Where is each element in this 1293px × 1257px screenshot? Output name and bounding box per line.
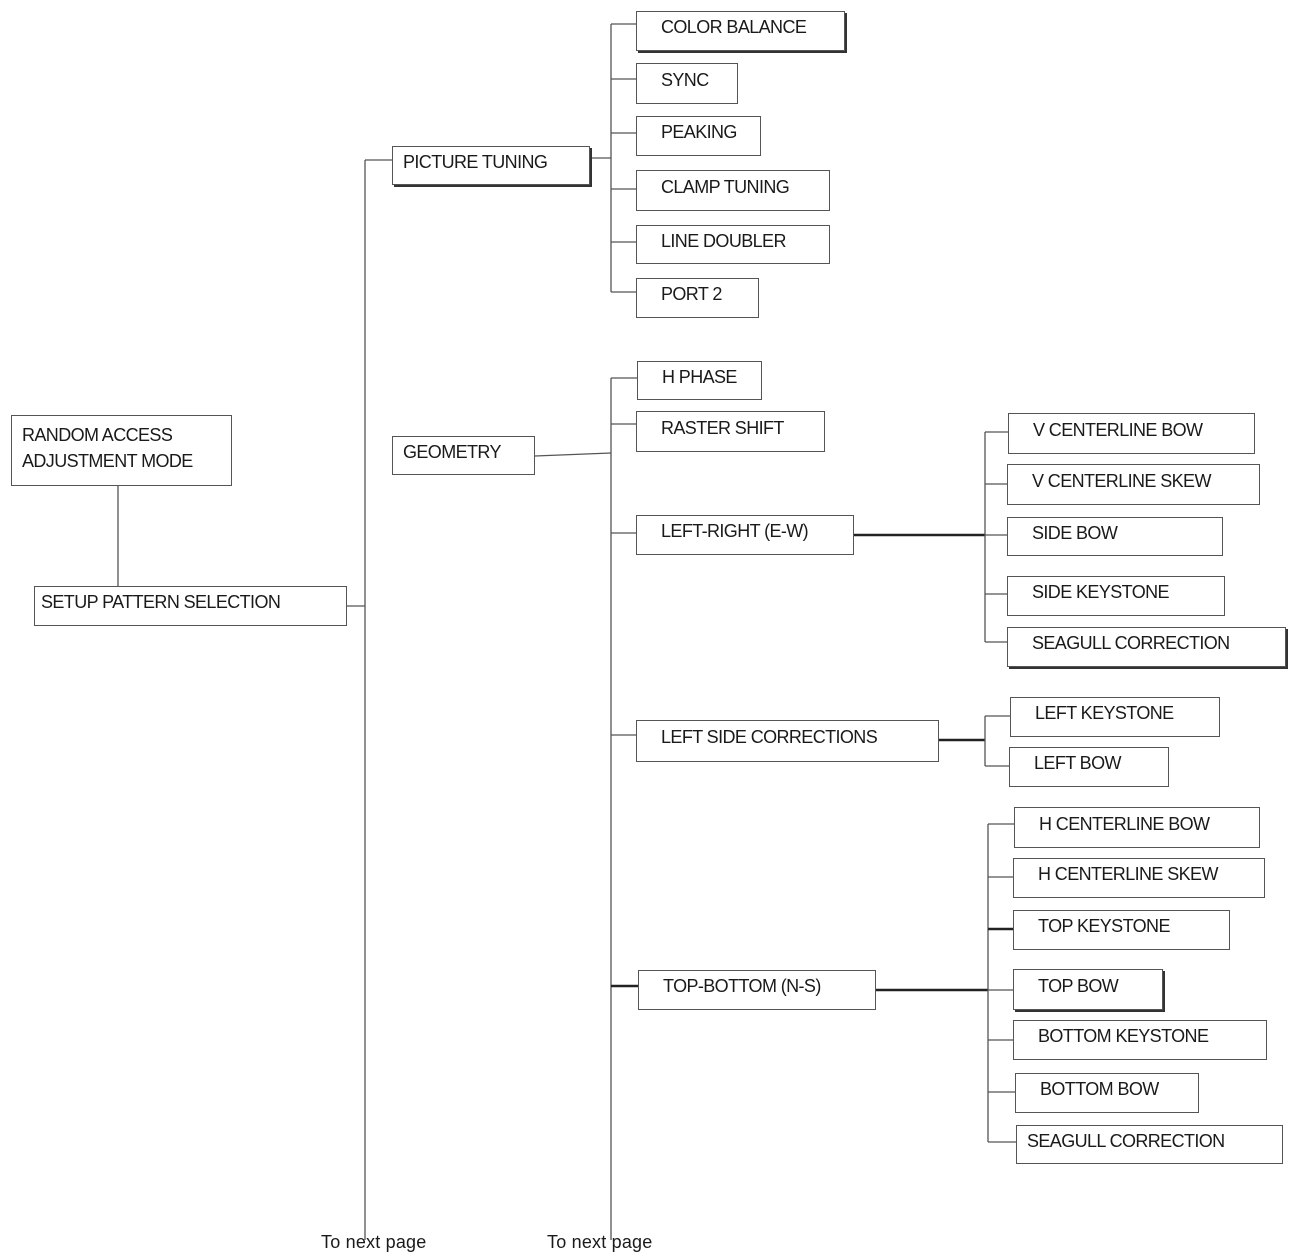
top-bottom-label: TOP-BOTTOM (N-S) <box>663 976 821 996</box>
port-2-label: PORT 2 <box>661 284 722 304</box>
top-bow-label: TOP BOW <box>1038 975 1119 996</box>
raster-shift-label: RASTER SHIFT <box>661 417 784 438</box>
peaking-box: PEAKING <box>636 116 761 156</box>
h-phase-box: H PHASE <box>637 361 762 400</box>
side-keystone-box: SIDE KEYSTONE <box>1007 576 1225 616</box>
color-balance-label: COLOR BALANCE <box>661 17 807 37</box>
color-balance-box: COLOR BALANCE <box>636 11 845 51</box>
root-label: RANDOM ACCESS ADJUSTMENT MODE <box>22 422 231 474</box>
seagull-correction-label-2: SEAGULL CORRECTION <box>1027 1130 1225 1151</box>
bottom-keystone-label: BOTTOM KEYSTONE <box>1038 1026 1209 1046</box>
sync-box: SYNC <box>636 63 738 104</box>
h-centerline-skew-label: H CENTERLINE SKEW <box>1038 864 1218 884</box>
top-keystone-box: TOP KEYSTONE <box>1013 910 1230 950</box>
left-right-label: LEFT-RIGHT (E-W) <box>661 521 809 541</box>
h-centerline-skew-box: H CENTERLINE SKEW <box>1013 858 1265 898</box>
left-bow-label: LEFT BOW <box>1034 753 1121 773</box>
side-bow-box: SIDE BOW <box>1007 517 1223 556</box>
left-right-box: LEFT-RIGHT (E-W) <box>636 515 854 555</box>
root-label-line2: ADJUSTMENT MODE <box>22 451 193 471</box>
v-centerline-bow-box: V CENTERLINE BOW <box>1008 413 1255 454</box>
bottom-keystone-box: BOTTOM KEYSTONE <box>1013 1020 1267 1060</box>
peaking-label: PEAKING <box>661 122 737 142</box>
line-doubler-box: LINE DOUBLER <box>636 225 830 264</box>
left-keystone-box: LEFT KEYSTONE <box>1010 697 1220 737</box>
left-side-corrections-box: LEFT SIDE CORRECTIONS <box>636 720 939 762</box>
seagull-correction-label-1: SEAGULL CORRECTION <box>1032 633 1230 653</box>
top-keystone-label: TOP KEYSTONE <box>1038 916 1170 936</box>
bottom-bow-box: BOTTOM BOW <box>1015 1073 1199 1113</box>
clamp-tuning-box: CLAMP TUNING <box>636 170 830 211</box>
picture-tuning-label: PICTURE TUNING <box>403 151 548 172</box>
v-centerline-skew-box: V CENTERLINE SKEW <box>1007 464 1260 505</box>
picture-tuning-box: PICTURE TUNING <box>392 146 590 185</box>
top-bow-box: TOP BOW <box>1013 969 1163 1010</box>
connector-geometry-trunk <box>534 452 612 457</box>
sync-label: SYNC <box>661 69 709 90</box>
top-bottom-box: TOP-BOTTOM (N-S) <box>638 970 876 1010</box>
h-centerline-bow-label: H CENTERLINE BOW <box>1039 813 1210 834</box>
line-doubler-label: LINE DOUBLER <box>661 230 786 251</box>
random-access-adjustment-mode-box: RANDOM ACCESS ADJUSTMENT MODE <box>11 415 232 486</box>
v-centerline-bow-label: V CENTERLINE BOW <box>1033 419 1203 440</box>
raster-shift-box: RASTER SHIFT <box>636 411 825 452</box>
setup-pattern-selection-box: SETUP PATTERN SELECTION <box>34 586 347 626</box>
seagull-correction-box-1: SEAGULL CORRECTION <box>1007 627 1286 667</box>
bottom-bow-label: BOTTOM BOW <box>1040 1079 1159 1099</box>
setup-label: SETUP PATTERN SELECTION <box>41 592 281 612</box>
port-2-box: PORT 2 <box>636 278 759 318</box>
clamp-tuning-label: CLAMP TUNING <box>661 176 790 197</box>
side-keystone-label: SIDE KEYSTONE <box>1032 582 1170 602</box>
geometry-label: GEOMETRY <box>403 441 501 462</box>
left-bow-box: LEFT BOW <box>1009 747 1169 787</box>
h-centerline-bow-box: H CENTERLINE BOW <box>1014 807 1260 848</box>
to-next-page-left: To next page <box>321 1232 427 1252</box>
left-side-corrections-label: LEFT SIDE CORRECTIONS <box>661 727 878 747</box>
left-keystone-label: LEFT KEYSTONE <box>1035 703 1174 723</box>
side-bow-label: SIDE BOW <box>1032 522 1118 543</box>
v-centerline-skew-label: V CENTERLINE SKEW <box>1032 470 1211 491</box>
h-phase-label: H PHASE <box>662 366 737 387</box>
geometry-box: GEOMETRY <box>392 436 535 475</box>
seagull-correction-box-2: SEAGULL CORRECTION <box>1016 1125 1283 1164</box>
to-next-page-right: To next page <box>547 1232 653 1252</box>
root-label-line1: RANDOM ACCESS <box>22 425 173 445</box>
